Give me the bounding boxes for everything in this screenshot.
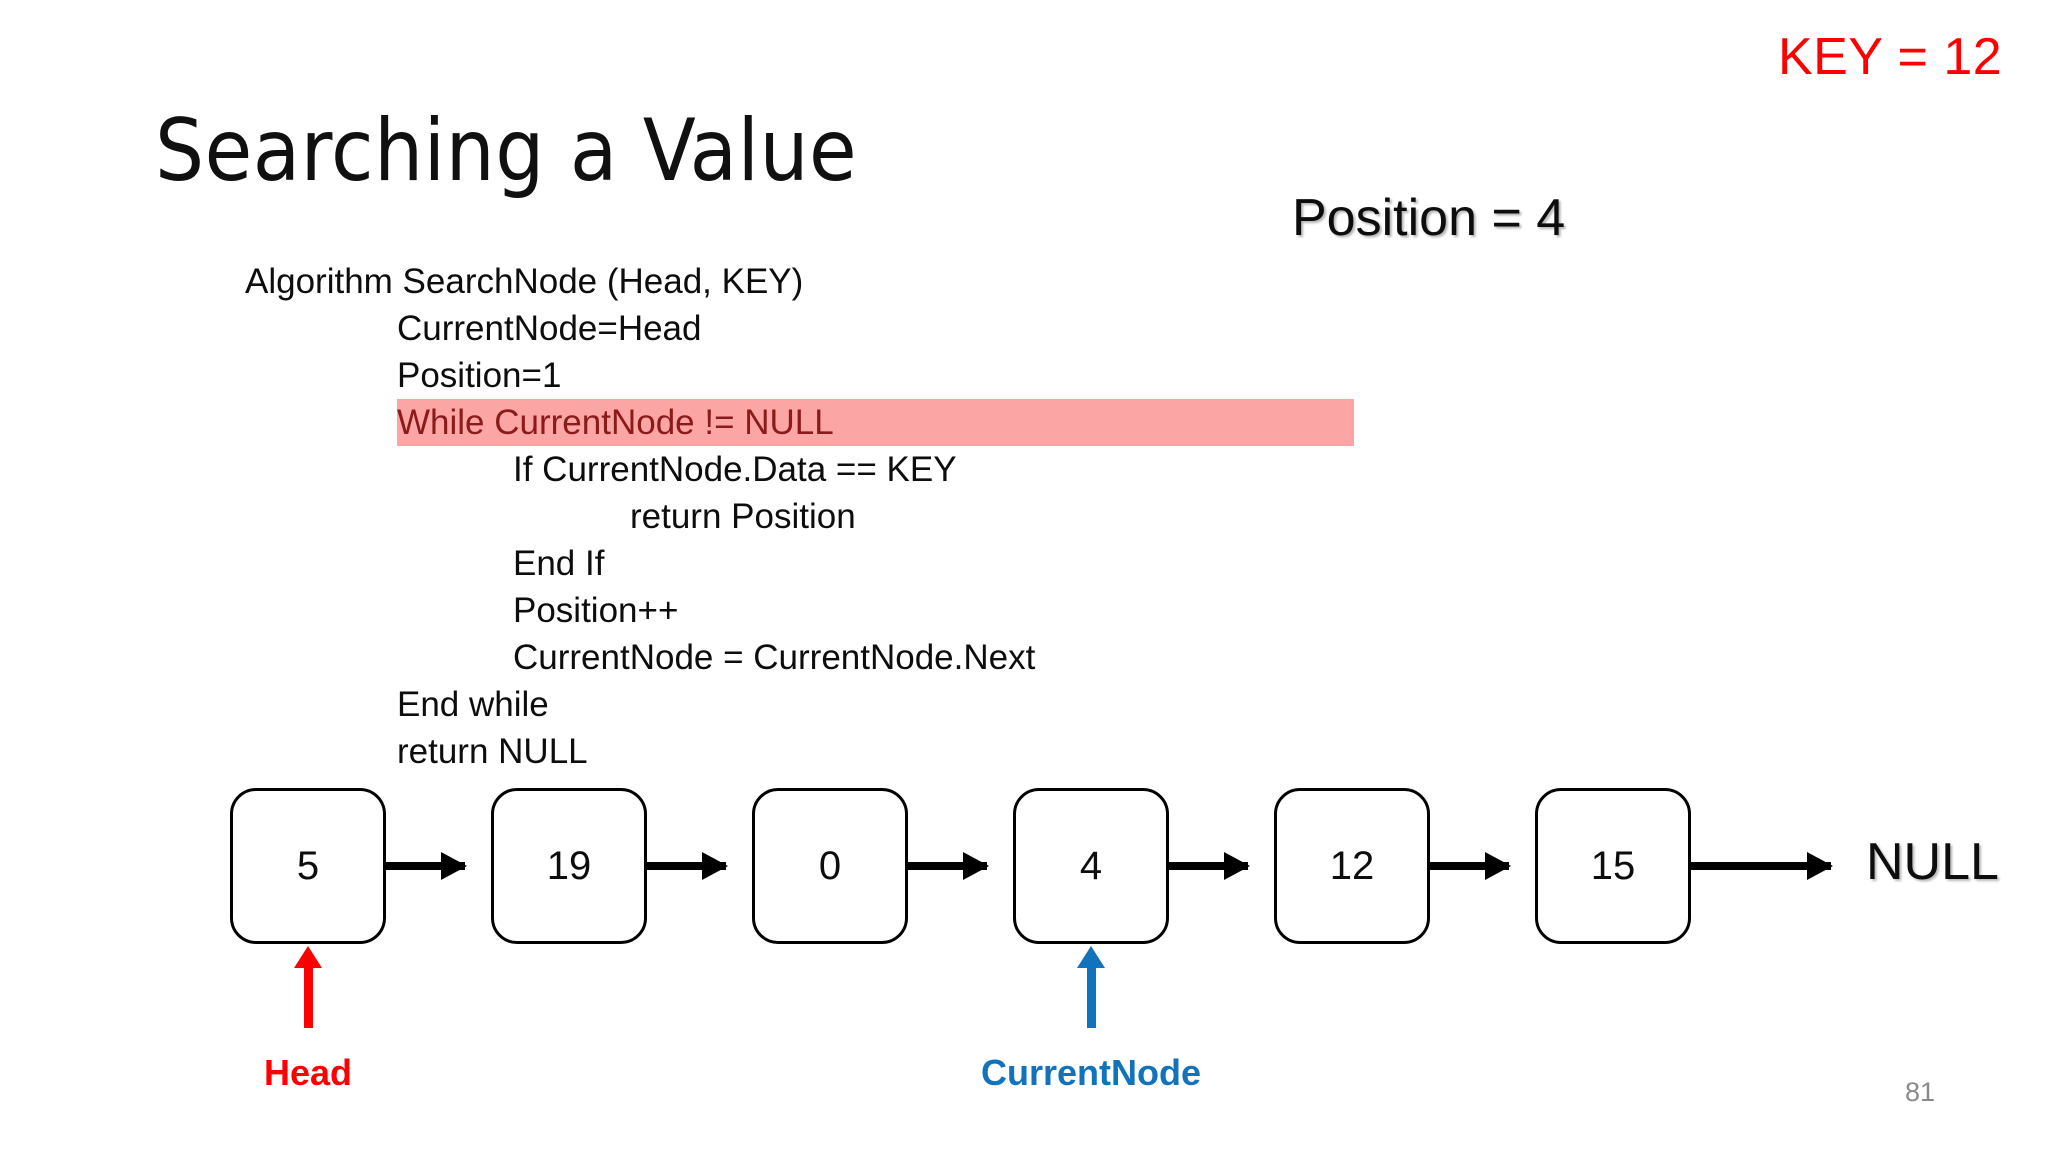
pointer-arrowhead-icon [1077,946,1105,968]
pointer-label-currentnode: CurrentNode [981,1052,1202,1093]
next-pointer-arrow [1169,852,1250,880]
algorithm-pseudocode: Algorithm SearchNode (Head, KEY) CurrentN… [245,258,1354,775]
code-line-text: Position++ [513,591,679,630]
code-line: Position=1 [245,352,1354,399]
code-line-text: Algorithm SearchNode (Head, KEY) [245,262,804,301]
list-node-value: 5 [296,843,320,888]
code-line-text: return Position [630,497,856,536]
code-line: Algorithm SearchNode (Head, KEY) [245,258,1354,305]
pointer-arrow-shaft [1087,966,1096,1028]
code-line: If CurrentNode.Data == KEY [245,446,1354,493]
code-line-text: While CurrentNode != NULL [397,399,1354,446]
position-value-label: Position = 4 [1292,189,1566,247]
code-line: CurrentNode=Head [245,305,1354,352]
list-node: 19 [491,788,647,944]
list-node: 12 [1274,788,1430,944]
list-node-value: 0 [818,843,842,888]
code-line-text: return NULL [397,732,588,771]
code-line-highlighted: While CurrentNode != NULL [245,399,1354,446]
key-value-label: KEY = 12 [1778,28,2003,86]
next-pointer-arrow [386,852,467,880]
code-line-text: If CurrentNode.Data == KEY [513,450,957,489]
code-line: CurrentNode = CurrentNode.Next [245,634,1354,681]
list-node: 15 [1535,788,1691,944]
code-line-text: CurrentNode = CurrentNode.Next [513,638,1036,677]
next-pointer-arrow [908,852,989,880]
page-title: Searching a Value [155,101,858,201]
code-line: Position++ [245,587,1354,634]
pointer-label-head: Head [264,1052,353,1093]
pointer-arrow-shaft [304,966,313,1028]
list-node-value: 4 [1079,843,1103,888]
next-pointer-arrow [647,852,728,880]
code-line-text: CurrentNode=Head [397,309,702,348]
list-node: 4 [1013,788,1169,944]
code-line: return Position [245,493,1354,540]
list-node-value: 12 [1329,843,1375,888]
slide-number: 81 [1905,1077,1936,1107]
code-line-text: Position=1 [397,356,562,395]
next-pointer-arrow [1691,852,1833,880]
code-line: return NULL [245,728,1354,775]
code-line-text: End while [397,685,549,724]
null-terminator-label: NULL [1866,833,1999,891]
list-node: 5 [230,788,386,944]
list-node-value: 19 [546,843,592,888]
code-line: End while [245,681,1354,728]
list-node: 0 [752,788,908,944]
code-line-text: End If [513,544,605,583]
list-node-value: 15 [1590,843,1636,888]
pointer-arrowhead-icon [294,946,322,968]
code-line: End If [245,540,1354,587]
next-pointer-arrow [1430,852,1511,880]
